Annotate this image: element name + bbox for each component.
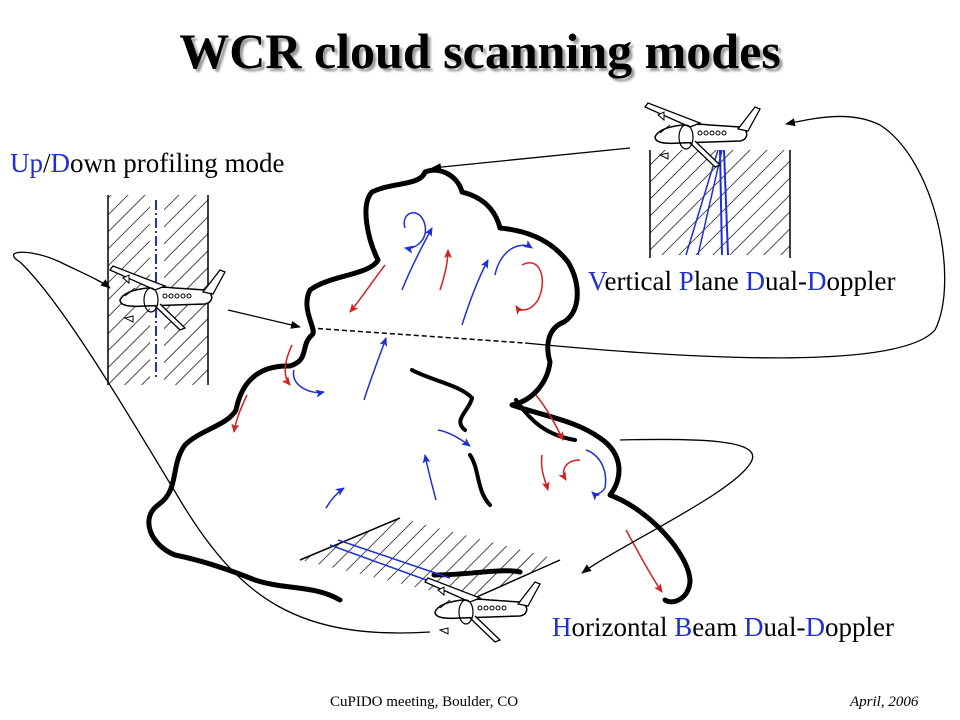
updown-profiling-label: Up/Down profiling mode: [10, 148, 285, 179]
horizontal-beam-panel: [299, 517, 561, 643]
label-highlight: D: [805, 612, 825, 642]
footer-date: April, 2006: [850, 694, 919, 710]
radar-beam: [329, 539, 451, 586]
label-highlight: D: [50, 148, 71, 178]
label-text: ual-: [763, 612, 806, 642]
hatched-scan-region: [300, 518, 560, 600]
radar-beam: [685, 149, 723, 256]
label-text: own profiling mode: [70, 148, 285, 178]
cloud-outline: [146, 167, 693, 605]
cloud-inner-edge: [410, 368, 475, 432]
label-highlight: Up: [10, 148, 43, 178]
footer-meeting: CuPIDO meeting, Boulder, CO: [330, 694, 519, 710]
label-highlight: P: [678, 266, 694, 296]
vertical-plane-panel: [644, 102, 791, 258]
cloud-inner-edge: [514, 398, 577, 442]
label-text: /: [43, 148, 51, 178]
label-text: ertical: [604, 266, 679, 296]
horizontal-beam-dual-doppler-label: Horizontal Beam Dual-Doppler: [552, 612, 894, 643]
downdraft-arrows: [231, 249, 663, 593]
label-highlight: V: [588, 266, 605, 296]
label-highlight: D: [745, 266, 765, 296]
updown-profiling-panel: [107, 195, 226, 385]
label-text: ual-: [764, 266, 807, 296]
label-highlight: B: [674, 612, 693, 642]
label-text: lane: [693, 266, 746, 296]
radar-beam: [719, 149, 729, 256]
flight-path-arrows: [12, 115, 946, 634]
label-text: oppler: [824, 612, 894, 642]
cloud-inner-edge: [468, 453, 492, 507]
label-text: orizontal: [571, 612, 675, 642]
label-highlight: H: [552, 612, 572, 642]
slide-title: WCR cloud scanning modes: [179, 23, 781, 79]
vertical-plane-dual-doppler-label: Vertical Plane Dual-Doppler: [588, 266, 895, 297]
label-text: oppler: [826, 266, 896, 296]
label-highlight: D: [743, 612, 764, 642]
label-highlight: D: [806, 266, 827, 296]
scan-plane-line: [309, 327, 526, 344]
label-text: eam: [692, 612, 744, 642]
updraft-arrows: [292, 212, 607, 509]
